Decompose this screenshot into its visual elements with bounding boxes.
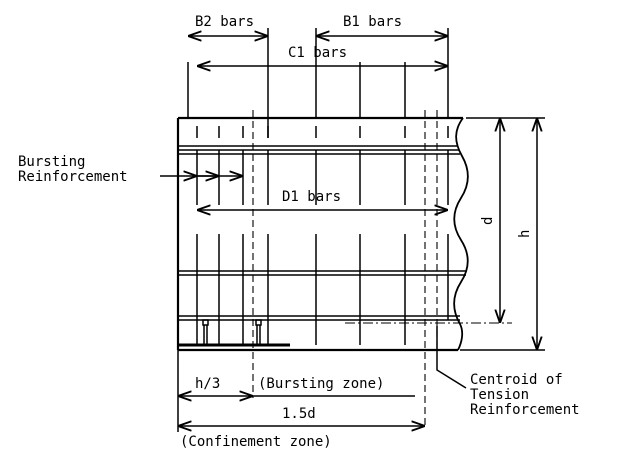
b1-bars-dimension bbox=[315, 28, 449, 62]
d1-bars-label: D1 bars bbox=[282, 189, 341, 205]
centroid-label-3: Reinforcement bbox=[470, 402, 580, 418]
dim-d-label: d bbox=[480, 217, 496, 225]
top-longitudinal-bars bbox=[178, 145, 460, 155]
bursting-reinforcement-label-1: Bursting bbox=[18, 154, 85, 170]
stirrup-top-stubs bbox=[196, 126, 449, 138]
b2-bars-dimension bbox=[188, 28, 269, 108]
c1-bars-label: C1 bars bbox=[288, 45, 347, 61]
bursting-reinforcement-label-2: Reinforcement bbox=[18, 169, 128, 185]
beam-outline bbox=[176, 116, 469, 352]
d-h-dimensions bbox=[460, 117, 545, 351]
h-over-3-label: h/3 bbox=[195, 376, 220, 392]
anchor-hooks bbox=[202, 319, 262, 345]
centroid-label-2: Tension bbox=[470, 387, 529, 403]
bursting-zone-label: (Bursting zone) bbox=[258, 376, 384, 392]
b2-stirrups bbox=[187, 62, 269, 345]
b2-bars-label: B2 bars bbox=[195, 14, 254, 30]
zone-dimensions bbox=[177, 350, 425, 432]
one-point-five-d-label: 1.5d bbox=[282, 406, 316, 422]
confinement-zone-label: (Confinement zone) bbox=[180, 434, 332, 450]
b1-stirrups bbox=[315, 62, 449, 345]
b1-bars-label: B1 bars bbox=[343, 14, 402, 30]
centroid-label-1: Centroid of bbox=[470, 372, 563, 388]
centroid-leader bbox=[436, 326, 467, 389]
dashed-reference-lines bbox=[252, 110, 438, 428]
middle-longitudinal-bars bbox=[178, 270, 466, 276]
dim-h-label: h bbox=[517, 230, 533, 238]
bottom-longitudinal-bars bbox=[178, 315, 460, 347]
